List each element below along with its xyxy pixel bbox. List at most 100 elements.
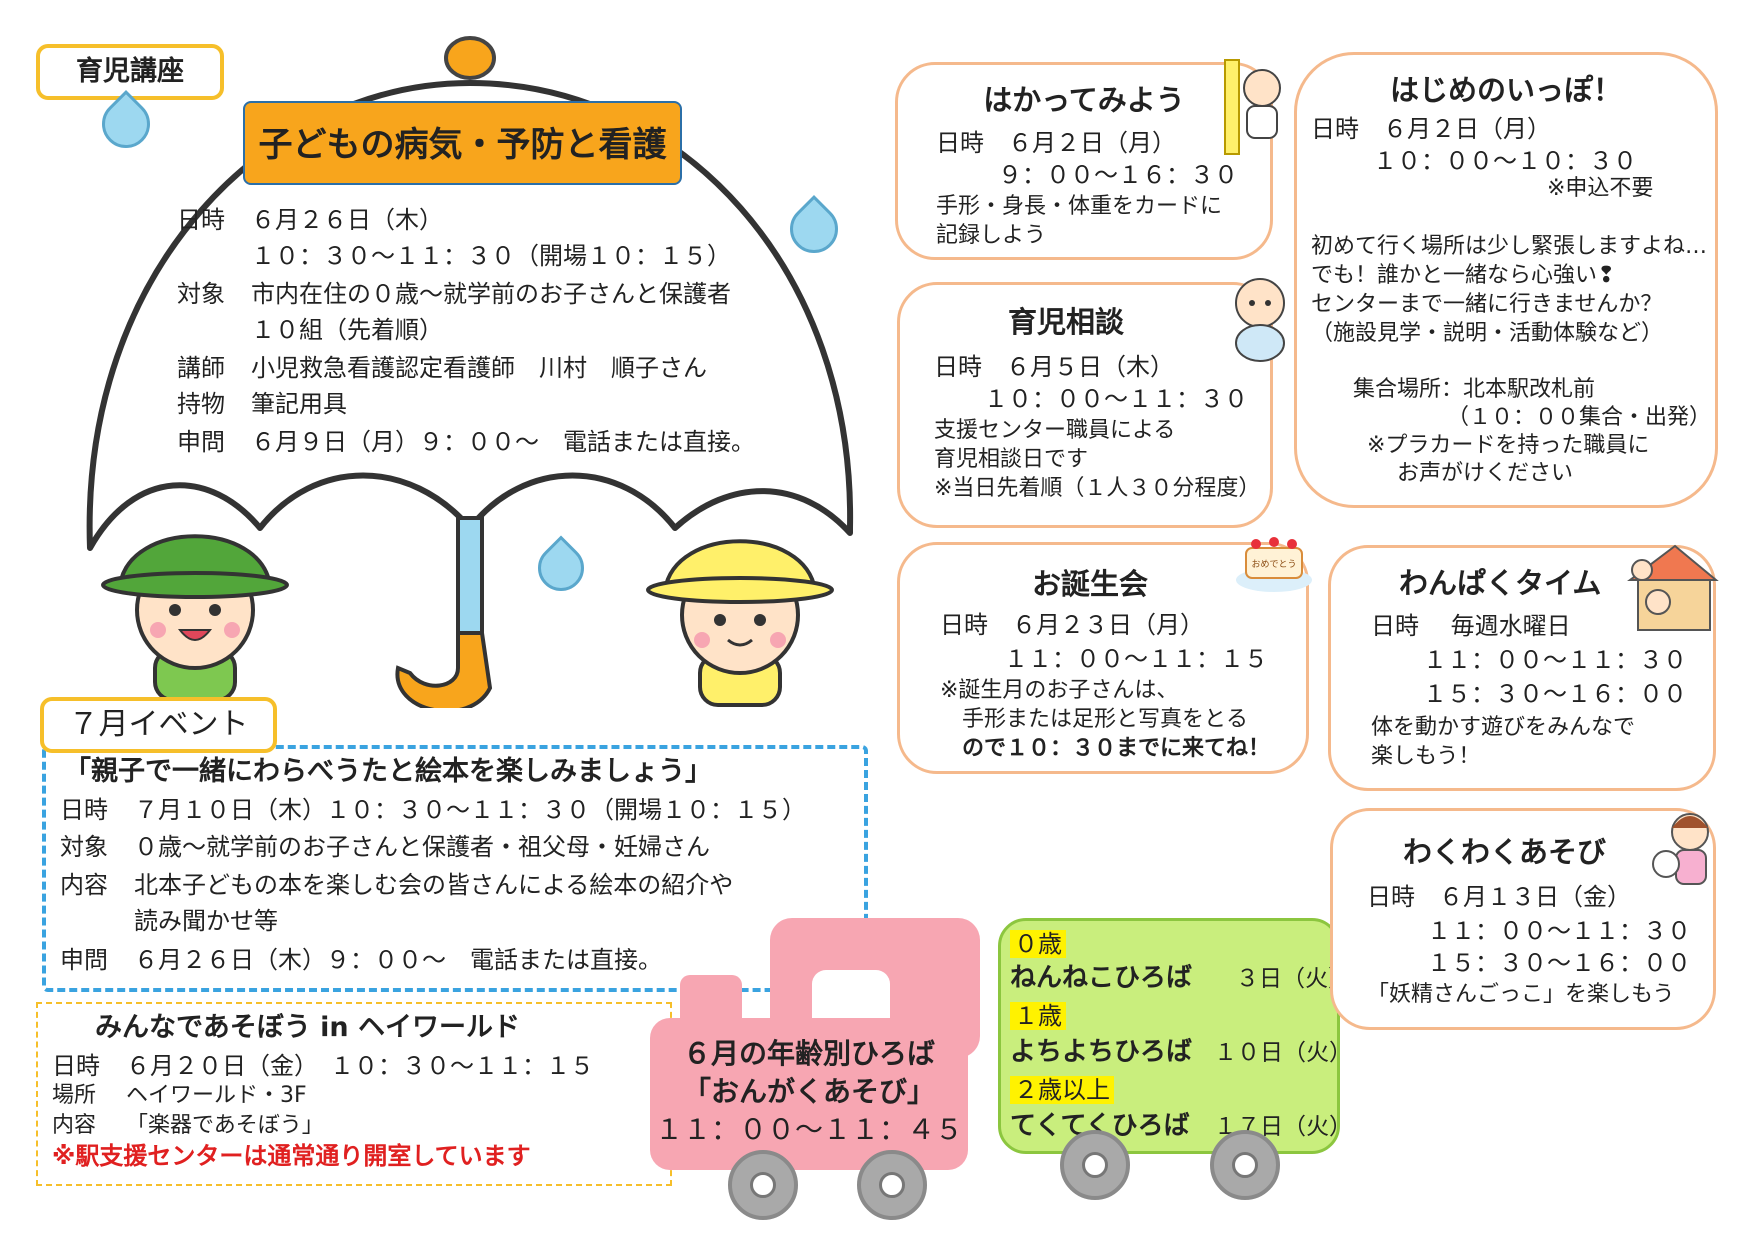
age-label: ２歳以上 bbox=[1010, 1074, 1114, 1106]
card-line: １５：３０～１６：００ bbox=[1427, 949, 1691, 977]
train-body bbox=[650, 1018, 968, 1170]
child-green-hat-illustration bbox=[101, 534, 289, 702]
card-line: 日時 ６月２日（月） bbox=[1311, 115, 1551, 143]
age-highlight: １歳 bbox=[1010, 1002, 1066, 1030]
card-line: 日時 ６月１３日（金） bbox=[1367, 883, 1631, 911]
row-label: 講師 bbox=[177, 354, 225, 382]
card-line: １５：３０～１６：００ bbox=[1423, 680, 1687, 708]
card-line: １１：００～１１：３０ bbox=[1427, 917, 1691, 945]
card-line: 日時 毎週水曜日 bbox=[1371, 612, 1571, 640]
train-wheel-icon bbox=[1210, 1130, 1280, 1200]
card-line: 集合場所：北本駅改札前 bbox=[1353, 377, 1596, 402]
age-label: ０歳 bbox=[1010, 928, 1066, 960]
card-line: でも！誰かと一緒なら心強い❢ bbox=[1311, 263, 1616, 288]
row-text: １０組（先着順） bbox=[251, 316, 443, 344]
train-line3: １１：００～１１：４５ bbox=[654, 1113, 963, 1146]
card-line: 育児相談日です bbox=[934, 447, 1089, 472]
row-label: 対象 bbox=[177, 280, 225, 308]
card-line: ※当日先着順（１人３０分程度） bbox=[934, 476, 1261, 501]
course-row: １０組（先着順） bbox=[177, 314, 443, 346]
card-title: 育児相談 bbox=[1008, 305, 1125, 339]
card-line: （１０：００集合・出発） bbox=[1447, 405, 1712, 430]
heiworld-row: 場所 ヘイワールド・3F bbox=[52, 1080, 307, 1112]
course-row: 講師小児救急看護認定看護師 川村 順子さん bbox=[177, 352, 707, 384]
cake-text: おめでとう bbox=[1251, 559, 1296, 570]
row-label: 内容 bbox=[52, 1113, 97, 1138]
umbrella-shaft bbox=[456, 516, 484, 640]
card-line: ※申込不要 bbox=[1547, 176, 1654, 201]
row-text: ６月２６日（木）９：００～ 電話または直接。 bbox=[134, 946, 662, 974]
row-text: 市内在住の０歳～就学前のお子さんと保護者 bbox=[251, 280, 731, 308]
age-highlight: ０歳 bbox=[1010, 930, 1066, 958]
card-line: ※プラカードを持った職員に bbox=[1367, 433, 1650, 458]
course-row: 日時 ６月２６日（木） bbox=[177, 204, 443, 236]
row-text: 読み聞かせ等 bbox=[134, 907, 278, 935]
course-row: 申問 ６月９日（月）９：００～ 電話または直接。 bbox=[177, 426, 755, 458]
card-title: わくわくあそび bbox=[1403, 835, 1607, 869]
card-line: 支援センター職員による bbox=[934, 418, 1176, 443]
course-row: 持物筆記用具 bbox=[177, 388, 347, 420]
card-title: わんぱくタイム bbox=[1399, 566, 1602, 600]
row-text: ７月１０日（木）１０：３０～１１：３０（開場１０：１５） bbox=[134, 796, 806, 824]
row-label: 日時 bbox=[52, 1052, 100, 1080]
course-row: １０：３０～１１：３０（開場１０：１５） bbox=[177, 240, 731, 272]
card-line: ※誕生月のお子さんは、 bbox=[940, 678, 1179, 703]
july-row: 内容北本子どもの本を楽しむ会の皆さんによる絵本の紹介や bbox=[60, 869, 733, 901]
row-label: 場所 bbox=[52, 1083, 97, 1108]
card-line: １１：００～１１：１５ bbox=[1004, 645, 1268, 673]
card-line: （施設見学・説明・活動体験など） bbox=[1311, 321, 1664, 346]
card-wakuwaku: わくわくあそび 日時 ６月１３日（金） １１：００～１１：３０ １５：３０～１６… bbox=[1330, 808, 1716, 1030]
age-highlight: ２歳以上 bbox=[1010, 1076, 1114, 1104]
child-yellow-hat-illustration bbox=[646, 539, 834, 707]
row-label: 対象 bbox=[60, 833, 108, 861]
card-title: お誕生会 bbox=[1032, 567, 1149, 601]
card-line: 楽しもう！ bbox=[1371, 744, 1481, 769]
row-label: 日時 bbox=[177, 206, 225, 234]
row-text: ヘイワールド・3F bbox=[126, 1083, 307, 1108]
child-with-ball-illustration bbox=[1652, 813, 1709, 885]
card-line: 「妖精さんごっこ」を楽しもう bbox=[1367, 982, 1675, 1007]
play-house-illustration bbox=[1627, 544, 1719, 631]
heiworld-title: みんなであそぼう in ヘイワールド bbox=[95, 1012, 521, 1043]
card-line: 手形または足形と写真をとる bbox=[962, 707, 1249, 732]
row-label: 申問 bbox=[177, 428, 225, 456]
july-headline: 「親子で一緒にわらべうたと絵本を楽しみましょう」 bbox=[64, 756, 712, 787]
card-title: はじめのいっぽ！ bbox=[1389, 73, 1622, 107]
july-event-box bbox=[42, 745, 868, 992]
heiworld-note: ※駅支援センターは通常通り開室しています bbox=[52, 1142, 531, 1170]
row-text: 北本子どもの本を楽しむ会の皆さんによる絵本の紹介や bbox=[134, 871, 734, 899]
card-hakatte: はかってみよう 日時 ６月２日（月） ９：００～１６：３０ 手形・身長・体重をカ… bbox=[895, 62, 1273, 260]
row-text: 小児救急看護認定看護師 川村 順子さん bbox=[251, 354, 707, 382]
card-wanpaku: わんぱくタイム 日時 毎週水曜日 １１：００～１１：３０ １５：３０～１６：００… bbox=[1328, 545, 1716, 791]
course-title: 子どもの病気・予防と看護 bbox=[243, 101, 682, 185]
card-line: 体を動かす遊びをみんなで bbox=[1371, 715, 1636, 740]
row-text: ６月２６日（木） bbox=[251, 206, 443, 234]
umbrella-handle bbox=[395, 631, 493, 708]
train-wheel-icon bbox=[728, 1150, 798, 1220]
train-wheel-icon bbox=[857, 1150, 927, 1220]
card-line: １１：００～１１：３０ bbox=[1423, 646, 1687, 674]
card-line: 日時 ６月２日（月） bbox=[936, 129, 1176, 157]
row-text: ０歳～就学前のお子さんと保護者・祖父母・妊婦さん bbox=[134, 833, 710, 861]
card-line: １０：００～１１：３０ bbox=[984, 385, 1248, 413]
row-label: 日時 bbox=[60, 796, 108, 824]
train-wheel-icon bbox=[1060, 1130, 1130, 1200]
card-hajime: はじめのいっぽ！ 日時 ６月２日（月） １０：００～１０：３０ ※申込不要 初め… bbox=[1294, 52, 1718, 508]
heiworld-row: 内容 「楽器であそぼう」 bbox=[52, 1110, 324, 1142]
card-line: 初めて行く場所は少し緊張しますよね… bbox=[1311, 234, 1708, 259]
july-row: 日時 ７月１０日（木）１０：３０～１１：３０（開場１０：１５） bbox=[60, 794, 806, 826]
age-name: よちよちひろば bbox=[1010, 1037, 1193, 1067]
row-label: 内容 bbox=[60, 871, 108, 899]
baby-illustration bbox=[1235, 278, 1285, 362]
row-text: ６月９日（月）９：００～ 電話または直接。 bbox=[251, 428, 755, 456]
train-line1: ６月の年齢別ひろば bbox=[682, 1037, 935, 1070]
card-line: 記録しよう bbox=[936, 223, 1047, 248]
card-line: お声がけください bbox=[1397, 461, 1574, 486]
course-row: 対象市内在住の０歳～就学前のお子さんと保護者 bbox=[177, 278, 731, 310]
row-text: 「楽器であそぼう」 bbox=[126, 1113, 324, 1138]
card-title: はかってみよう bbox=[983, 83, 1185, 117]
card-line: ９：００～１６：３０ bbox=[998, 161, 1238, 189]
